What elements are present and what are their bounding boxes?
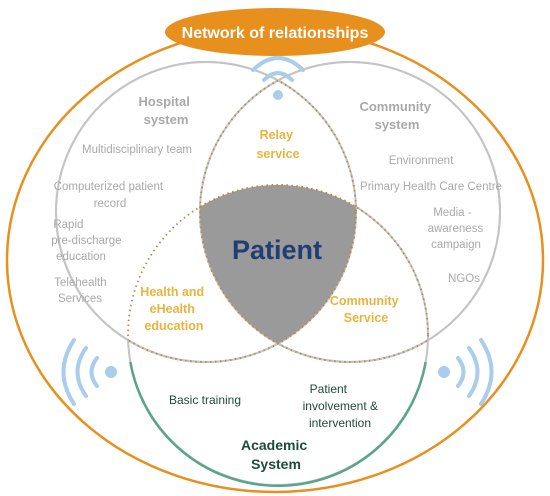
- wifi-icon-left: [61, 338, 117, 406]
- academic-system-title: Academic System: [241, 437, 311, 472]
- health-ehealth-education-label: Health and eHealth education: [140, 285, 207, 333]
- academic-green-arc: [129, 361, 427, 488]
- hospital-system-title: Hospital system: [139, 94, 194, 127]
- wifi-icon-top: [251, 56, 305, 100]
- banner-title: Network of relationships: [182, 25, 369, 42]
- community-system-title: Community system: [359, 99, 434, 132]
- hospital-item-rapid-pre-discharge-education: Rapid pre-discharge education: [51, 219, 125, 263]
- hospital-item-telehealth-services: Telehealth Services: [54, 277, 110, 305]
- patient-label: Patient: [232, 235, 322, 265]
- lens-outline-academic-a: [127, 184, 356, 362]
- community-item-media-awareness-campaign: Media - awareness campaign: [428, 207, 487, 251]
- academic-item-patient-involvement-intervention: Patient involvement & intervention: [303, 382, 382, 430]
- community-service-label: Community Service: [330, 294, 402, 325]
- hospital-item-computerized-patient-record: Computerized patient record: [54, 181, 167, 210]
- community-item-primary-health-care-centre: Primary Health Care Centre: [360, 181, 502, 193]
- banner-background: [165, 8, 385, 56]
- hospital-item-multidisciplinary-team: Multidisciplinary team: [82, 144, 192, 156]
- wifi-icon-right: [438, 338, 494, 406]
- community-item-ngos: NGOs: [448, 273, 480, 285]
- lens-outline-academic-b: [200, 184, 429, 362]
- community-item-environment: Environment: [389, 155, 454, 167]
- academic-item-basic-training: Basic training: [169, 393, 241, 407]
- relay-service-label: Relay service: [256, 128, 299, 161]
